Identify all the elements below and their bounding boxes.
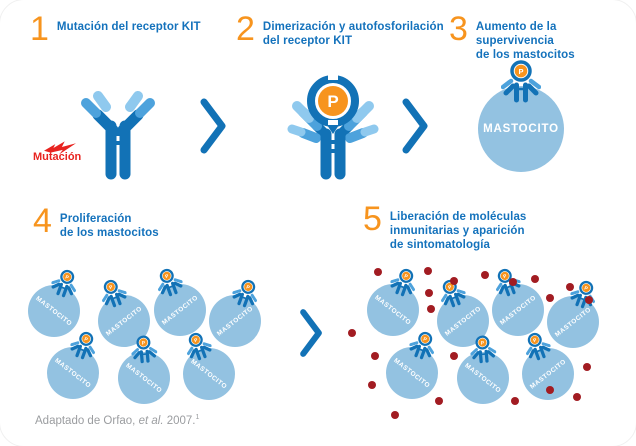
immune-molecule-dot (450, 277, 458, 285)
immune-molecule-dot (511, 397, 519, 405)
immune-molecule-dot (425, 289, 433, 297)
dimerized-kit-receptor-icon: P (287, 74, 379, 180)
immune-molecule-dot (435, 397, 443, 405)
immune-molecule-dot (509, 278, 517, 286)
step-1-label: Mutación del receptor KIT (56, 21, 201, 33)
step-3-number: 3 (449, 10, 468, 48)
immune-molecule-dot (450, 352, 458, 360)
immune-molecule-dot (546, 386, 554, 394)
immune-molecule-dot (566, 283, 574, 291)
mast-cell: MASTOCITO (154, 284, 206, 336)
arrow-chevron-icon (300, 309, 322, 357)
step-4-label: Proliferación de los mastocitos (59, 213, 159, 240)
mini-receptor-icon (501, 58, 541, 104)
arrow-chevron-icon (200, 98, 226, 154)
mast-cell: MASTOCITO (118, 352, 170, 404)
immune-molecule-dot (573, 393, 581, 401)
step-4-number: 4 (33, 202, 52, 240)
caption-reference-mark: 1 (195, 414, 200, 421)
immune-molecule-dot (427, 305, 435, 313)
caption-prefix: Adaptado de Orfao, (35, 414, 139, 427)
step-3-header: 3 Aumento de la supervivencia de los mas… (449, 10, 636, 62)
mutation-label: Mutación (33, 151, 82, 163)
immune-molecule-dot (368, 381, 376, 389)
mast-cell: MASTOCITO (28, 285, 80, 337)
step-4-header: 4 Proliferación de los mastocitos (33, 202, 159, 240)
step-5-header: 5 Liberación de moléculas inmunitarias y… (363, 200, 527, 252)
caption: Adaptado de Orfao, et al. 2007.1 (35, 414, 199, 427)
arrow-chevron-icon (402, 98, 428, 154)
immune-molecule-dot (585, 296, 593, 304)
mast-cell: MASTOCITO (367, 284, 419, 336)
caption-etal: et al. (138, 414, 164, 427)
step-2-label: Dimerización y autofosforilación del rec… (262, 21, 444, 48)
mast-cell: MASTOCITO (492, 284, 544, 336)
immune-molecule-dot (546, 294, 554, 302)
step-1-number: 1 (30, 10, 49, 48)
step-5-label: Liberación de moléculas inmunitarias y a… (389, 211, 527, 252)
immune-molecule-dot (583, 363, 591, 371)
mast-cell: MASTOCITO (47, 347, 99, 399)
immune-molecule-dot (531, 275, 539, 283)
mini-receptor-icon (130, 333, 159, 365)
step-5-number: 5 (363, 200, 382, 238)
step-2-number: 2 (236, 10, 255, 48)
immune-molecule-dot (391, 411, 399, 419)
mast-cell: MASTOCITO (209, 295, 261, 347)
mast-cell: MASTOCITO (478, 86, 564, 172)
step-2-header: 2 Dimerización y autofosforilación del r… (236, 10, 444, 48)
caption-suffix: 2007. (163, 414, 196, 427)
immune-molecule-dot (371, 352, 379, 360)
phospho-p-label: P (327, 92, 338, 111)
mast-cell: MASTOCITO (386, 347, 438, 399)
mutation-lightning-icon (44, 141, 76, 155)
mast-cell: MASTOCITO (183, 348, 235, 400)
mast-cell: MASTOCITO (457, 352, 509, 404)
immune-molecule-dot (481, 271, 489, 279)
step-1-header: 1 Mutación del receptor KIT (30, 10, 201, 48)
immune-molecule-dot (348, 329, 356, 337)
mast-cell: MASTOCITO (547, 296, 599, 348)
step-3-label: Aumento de la supervivencia de los masto… (475, 21, 575, 62)
kit-receptor-icon (81, 91, 155, 180)
immune-molecule-dot (374, 268, 382, 276)
mast-cell-label: MASTOCITO (483, 123, 559, 135)
immune-molecule-dot (424, 267, 432, 275)
mini-receptor-icon (469, 333, 498, 365)
